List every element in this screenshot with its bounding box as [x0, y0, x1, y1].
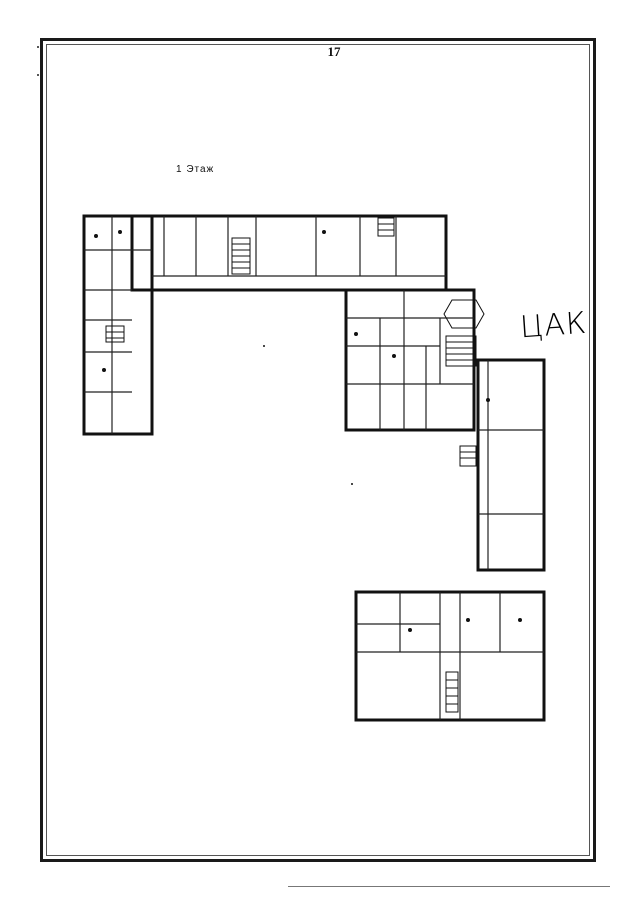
margin-dot: [37, 46, 39, 48]
plan-bay-window: [443, 299, 485, 329]
handwritten-note: ЦАК: [518, 305, 589, 346]
margin-dot: [37, 74, 39, 76]
plan-stairs: [105, 217, 477, 713]
page-number: 17: [327, 44, 341, 59]
floor-label: 1 Этаж: [176, 164, 215, 175]
page-inner-frame: [46, 44, 590, 856]
plan-inner-walls: [84, 216, 544, 720]
page-outer-frame: [40, 38, 596, 862]
plan-outer-walls: [82, 214, 546, 722]
bottom-rule: [288, 886, 610, 887]
plan-fixtures: [94, 230, 522, 632]
